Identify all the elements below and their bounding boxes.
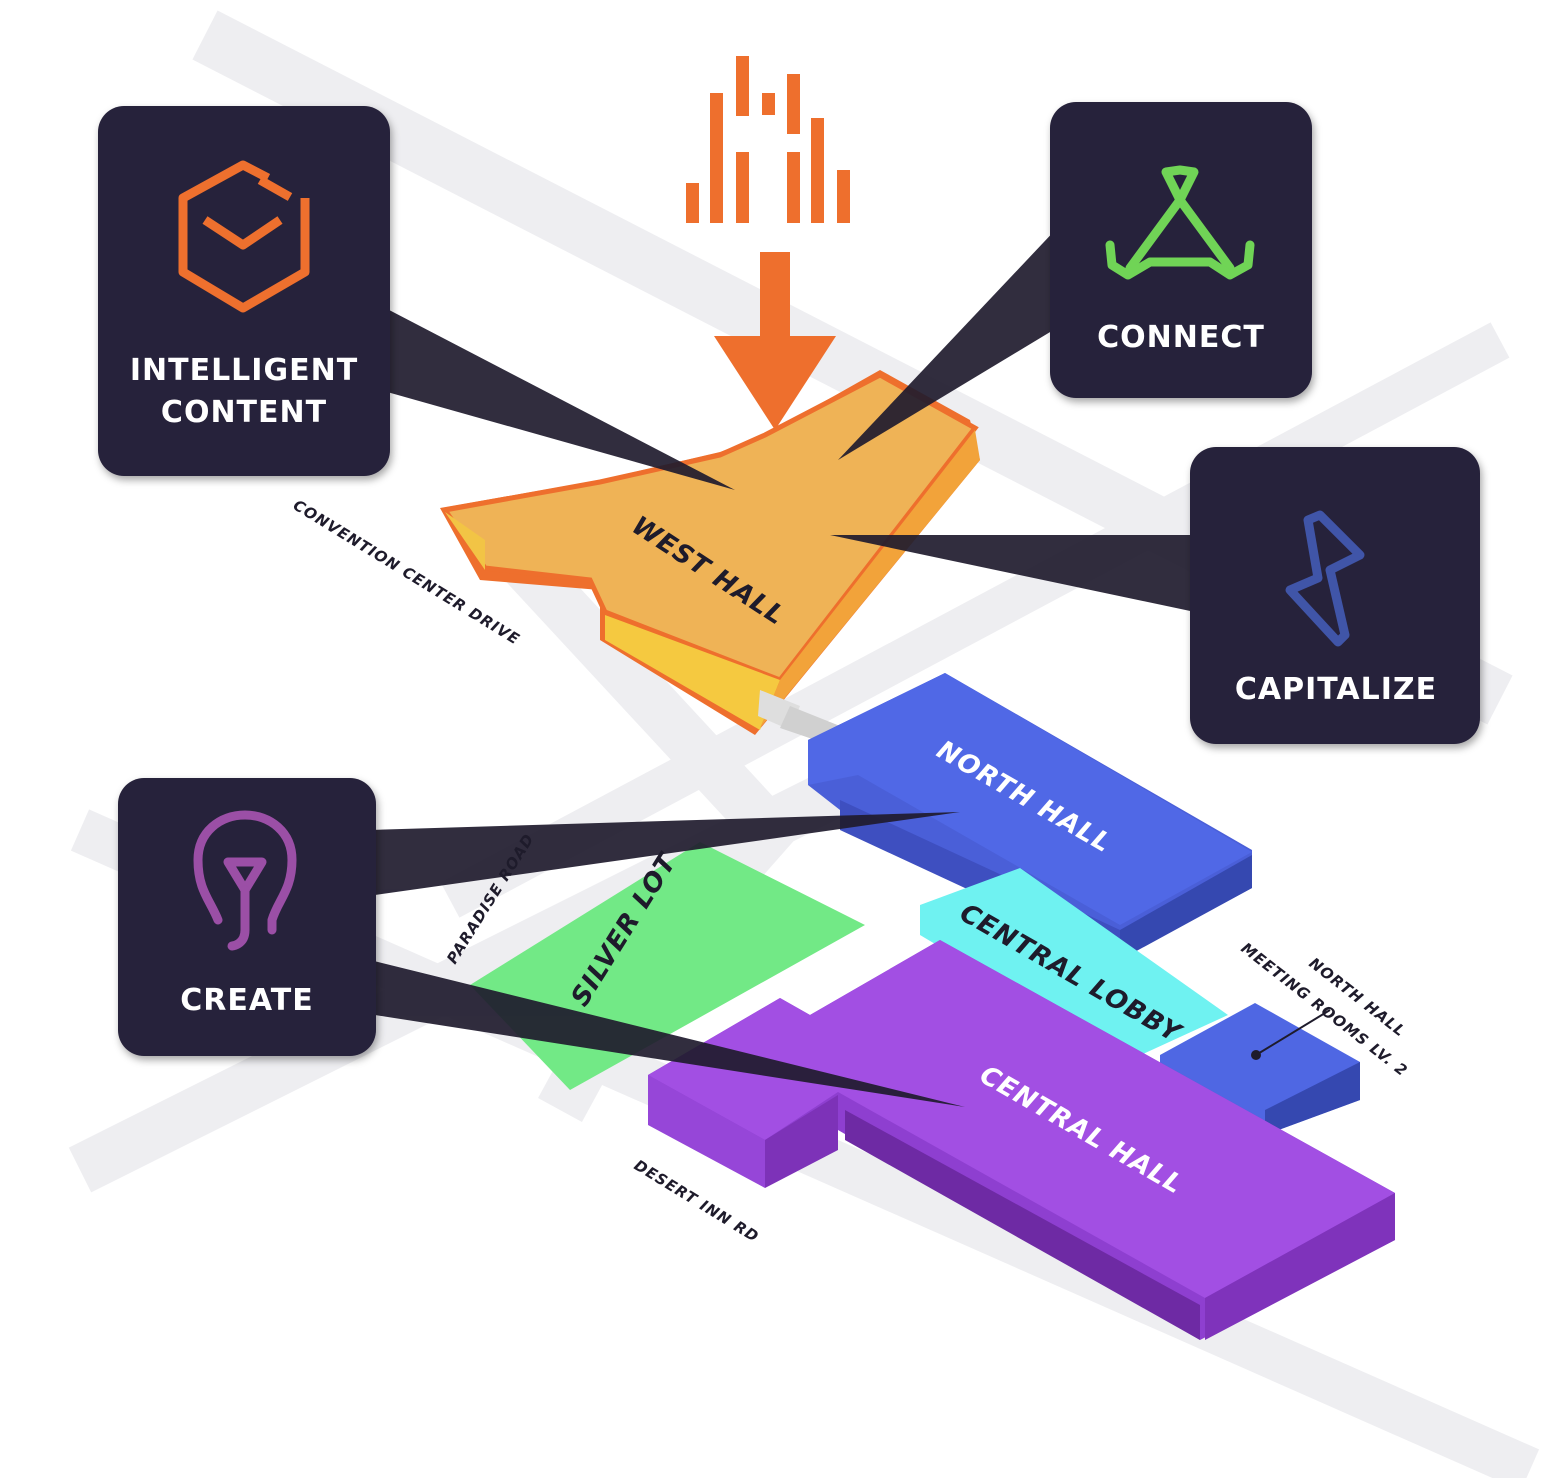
beam-connect	[838, 225, 1070, 460]
central-hall	[648, 940, 1395, 1340]
lightning-bolt-icon	[1285, 510, 1365, 647]
cube-check-icon	[178, 160, 310, 313]
panel-capitalize[interactable]: CAPITALIZE	[1190, 447, 1480, 744]
west-hall	[440, 370, 980, 745]
down-arrow-icon	[714, 252, 836, 430]
panel-connect[interactable]: CONNECT	[1050, 102, 1312, 398]
road-cross-upper	[440, 322, 1510, 918]
panel-intelligent-content-line2: CONTENT	[161, 395, 327, 430]
annotation-leader	[1255, 1009, 1331, 1056]
panel-create[interactable]: CREATE	[118, 778, 376, 1056]
callout-beams	[370, 225, 1195, 1107]
bars-logo-icon	[686, 56, 850, 223]
lightbulb-icon	[193, 810, 297, 951]
panel-intelligent-content[interactable]: INTELLIGENT CONTENT	[98, 106, 390, 476]
panel-capitalize-label: CAPITALIZE	[1235, 672, 1437, 707]
beam-create-central	[370, 960, 965, 1107]
panel-create-label: CREATE	[180, 983, 313, 1018]
beam-create-north	[370, 812, 960, 895]
panel-intelligent-content-line1: INTELLIGENT	[130, 353, 358, 388]
beam-intelligent-content	[370, 300, 735, 490]
beam-capitalize	[830, 535, 1195, 612]
panel-connect-label: CONNECT	[1097, 320, 1265, 355]
central-lobby	[920, 868, 1228, 1060]
triangle-nodes-icon	[1105, 165, 1255, 280]
